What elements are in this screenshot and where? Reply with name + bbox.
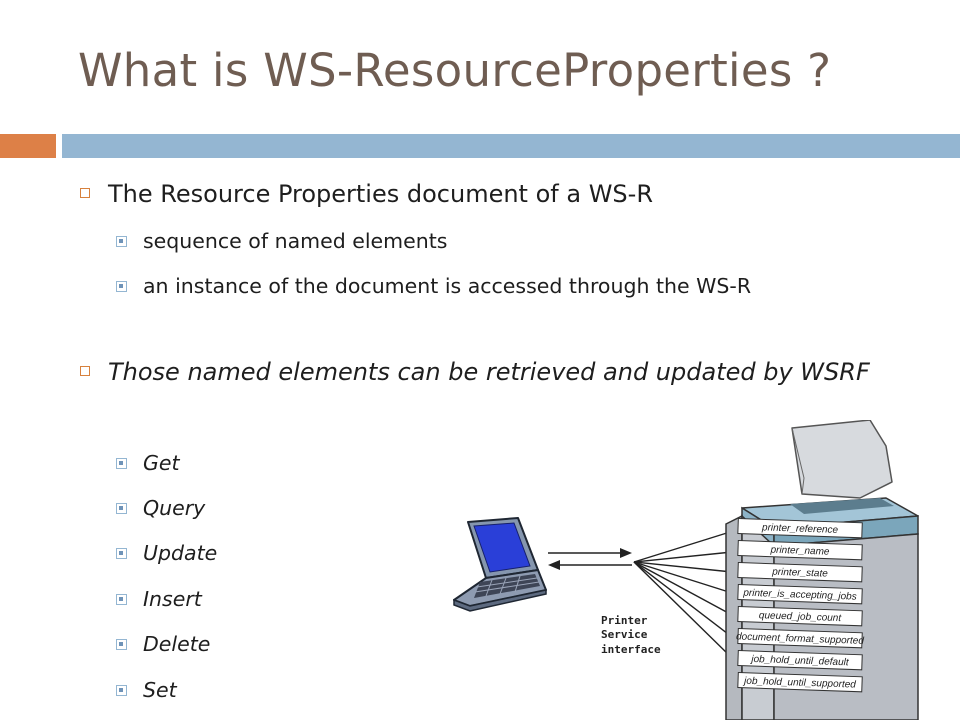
property-label: printer_state xyxy=(771,567,828,580)
square-bullet-icon xyxy=(116,281,127,292)
hollow-square-bullet-icon xyxy=(80,188,90,198)
bullet-text: Those named elements can be retrieved an… xyxy=(108,358,870,386)
sub-bullet-text: Query xyxy=(143,496,206,520)
bullet-text: The Resource Properties document of a WS… xyxy=(108,180,653,208)
sub-bullet-text: Get xyxy=(143,451,180,475)
sub-bullet-sequence: sequence of named elements xyxy=(116,226,876,256)
interface-label-line: Service xyxy=(601,628,648,641)
property-label: queued_job_count xyxy=(759,610,843,624)
sub-bullet-delete: Delete xyxy=(116,629,876,659)
sub-bullet-query: Query xyxy=(116,493,876,523)
square-bullet-icon xyxy=(116,503,127,514)
laptop-icon xyxy=(453,517,547,612)
sub-bullet-update: Update xyxy=(116,538,876,568)
property-label: printer_is_accepting_jobs xyxy=(742,588,857,603)
property-label: document_format_supported xyxy=(736,631,865,646)
property-label: printer_name xyxy=(769,545,830,558)
sub-bullet-insert: Insert xyxy=(116,584,876,614)
sub-bullet-text: an instance of the document is accessed … xyxy=(143,274,752,298)
sub-bullet-text: Insert xyxy=(143,587,202,611)
title-rule-bar xyxy=(62,134,960,158)
title-accent-bar xyxy=(0,134,56,158)
interface-label-line: interface xyxy=(601,643,661,656)
printer-property-slots: printer_reference printer_name printer_s… xyxy=(736,517,865,693)
bullet-resource-properties: The Resource Properties document of a WS… xyxy=(80,178,910,210)
sub-bullet-text: sequence of named elements xyxy=(143,229,448,253)
square-bullet-icon xyxy=(116,594,127,605)
double-arrow-icon xyxy=(548,548,632,570)
fan-out-arrows xyxy=(633,528,740,663)
sub-bullet-set: Set xyxy=(116,675,876,705)
property-label: job_hold_until_supported xyxy=(742,676,857,691)
sub-bullet-text: Update xyxy=(143,541,218,565)
square-bullet-icon xyxy=(116,639,127,650)
hollow-square-bullet-icon xyxy=(80,366,90,376)
sub-bullet-instance: an instance of the document is accessed … xyxy=(116,271,866,301)
sub-bullet-get: Get xyxy=(116,448,876,478)
slide-title: What is WS-ResourceProperties ? xyxy=(78,44,832,97)
printer-service-illustration: Printer Service interface printer_refere… xyxy=(453,420,919,720)
square-bullet-icon xyxy=(116,685,127,696)
property-label: printer_reference xyxy=(761,522,839,536)
sub-bullet-text: Delete xyxy=(143,632,211,656)
bullet-named-elements: Those named elements can be retrieved an… xyxy=(80,356,910,388)
square-bullet-icon xyxy=(116,458,127,469)
interface-label-line: Printer xyxy=(601,614,648,627)
sub-bullet-text: Set xyxy=(143,678,177,702)
property-label: job_hold_until_default xyxy=(749,654,850,669)
square-bullet-icon xyxy=(116,548,127,559)
square-bullet-icon xyxy=(116,236,127,247)
